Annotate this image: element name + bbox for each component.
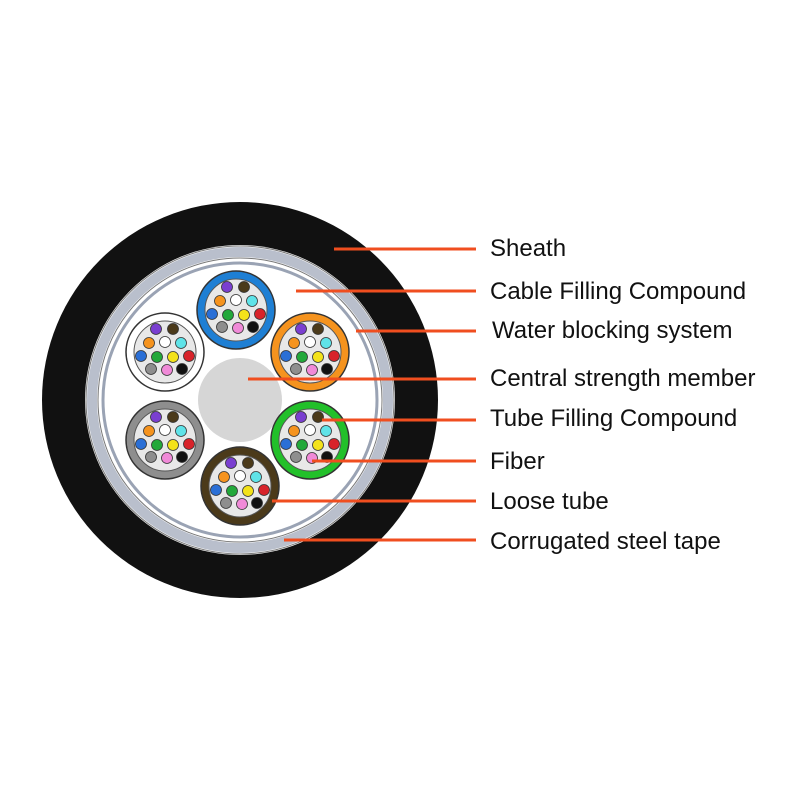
fiber [175, 337, 187, 349]
fiber [288, 425, 300, 437]
fiber [214, 295, 226, 307]
fiber [242, 457, 254, 469]
fiber [304, 424, 316, 436]
fiber [167, 351, 179, 363]
fiber [328, 438, 340, 450]
fiber [250, 471, 262, 483]
loose-tube [200, 446, 280, 526]
fiber [150, 411, 162, 423]
fiber [159, 424, 171, 436]
fiber [218, 471, 230, 483]
fiber [151, 351, 163, 363]
fiber [221, 281, 233, 293]
fiber [320, 337, 332, 349]
fiber [312, 439, 324, 451]
fiber [320, 425, 332, 437]
fiber [280, 350, 292, 362]
fiber [236, 498, 248, 510]
fiber [161, 364, 173, 376]
fiber [167, 323, 179, 335]
fiber [251, 497, 263, 509]
fiber [258, 484, 270, 496]
fiber [304, 336, 316, 348]
fiber [312, 323, 324, 335]
fiber [242, 485, 254, 497]
fiber [328, 350, 340, 362]
fiber [143, 425, 155, 437]
loose-tube [270, 312, 350, 392]
label-loose-tube: Loose tube [490, 488, 609, 515]
fiber [238, 309, 250, 321]
fiber [234, 470, 246, 482]
fiber [280, 438, 292, 450]
fiber [254, 308, 266, 320]
water-blocking-ring [101, 261, 379, 539]
loose-tube [196, 270, 276, 350]
fiber [167, 411, 179, 423]
loose-tube [125, 312, 205, 392]
fiber [295, 323, 307, 335]
fiber [295, 411, 307, 423]
leader-lines-group [248, 247, 476, 542]
fiber [247, 321, 259, 333]
fiber [226, 485, 238, 497]
fiber [216, 321, 228, 333]
label-tube-filling-compound: Tube Filling Compound [490, 405, 737, 432]
steel-tape-outer-line [85, 245, 395, 555]
fiber [296, 439, 308, 451]
fiber [220, 497, 232, 509]
fiber [143, 337, 155, 349]
fiber [232, 322, 244, 334]
fiber [175, 425, 187, 437]
fiber [150, 323, 162, 335]
fiber [161, 452, 173, 464]
label-corrugated-steel-tape: Corrugated steel tape [490, 528, 721, 555]
fiber [290, 363, 302, 375]
fiber [290, 451, 302, 463]
fiber [288, 337, 300, 349]
fiber [135, 438, 147, 450]
fiber [312, 351, 324, 363]
fiber [321, 363, 333, 375]
fiber [238, 281, 250, 293]
fiber [183, 438, 195, 450]
fiber [167, 439, 179, 451]
fiber [222, 309, 234, 321]
label-fiber: Fiber [490, 448, 545, 475]
fiber [151, 439, 163, 451]
label-central-strength-member: Central strength member [490, 365, 755, 392]
label-sheath: Sheath [490, 235, 566, 262]
fiber [176, 451, 188, 463]
labels-group: Sheath Cable Filling Compound Water bloc… [490, 235, 755, 555]
loose-tube [270, 400, 350, 480]
fiber [159, 336, 171, 348]
fiber [225, 457, 237, 469]
label-cable-filling-compound: Cable Filling Compound [490, 278, 746, 305]
fiber [312, 411, 324, 423]
steel-tape-inner-line [97, 257, 383, 543]
fiber [210, 484, 222, 496]
fiber [145, 363, 157, 375]
fiber [183, 350, 195, 362]
fiber [176, 363, 188, 375]
fiber [135, 350, 147, 362]
fiber [306, 364, 318, 376]
label-water-blocking-system: Water blocking system [492, 317, 733, 344]
fiber [296, 351, 308, 363]
central-strength-member-core [198, 358, 282, 442]
fiber [206, 308, 218, 320]
corrugated-steel-tape-ring [87, 247, 393, 553]
fiber [145, 451, 157, 463]
loose-tube [125, 400, 205, 480]
fiber [230, 294, 242, 306]
fiber [246, 295, 258, 307]
